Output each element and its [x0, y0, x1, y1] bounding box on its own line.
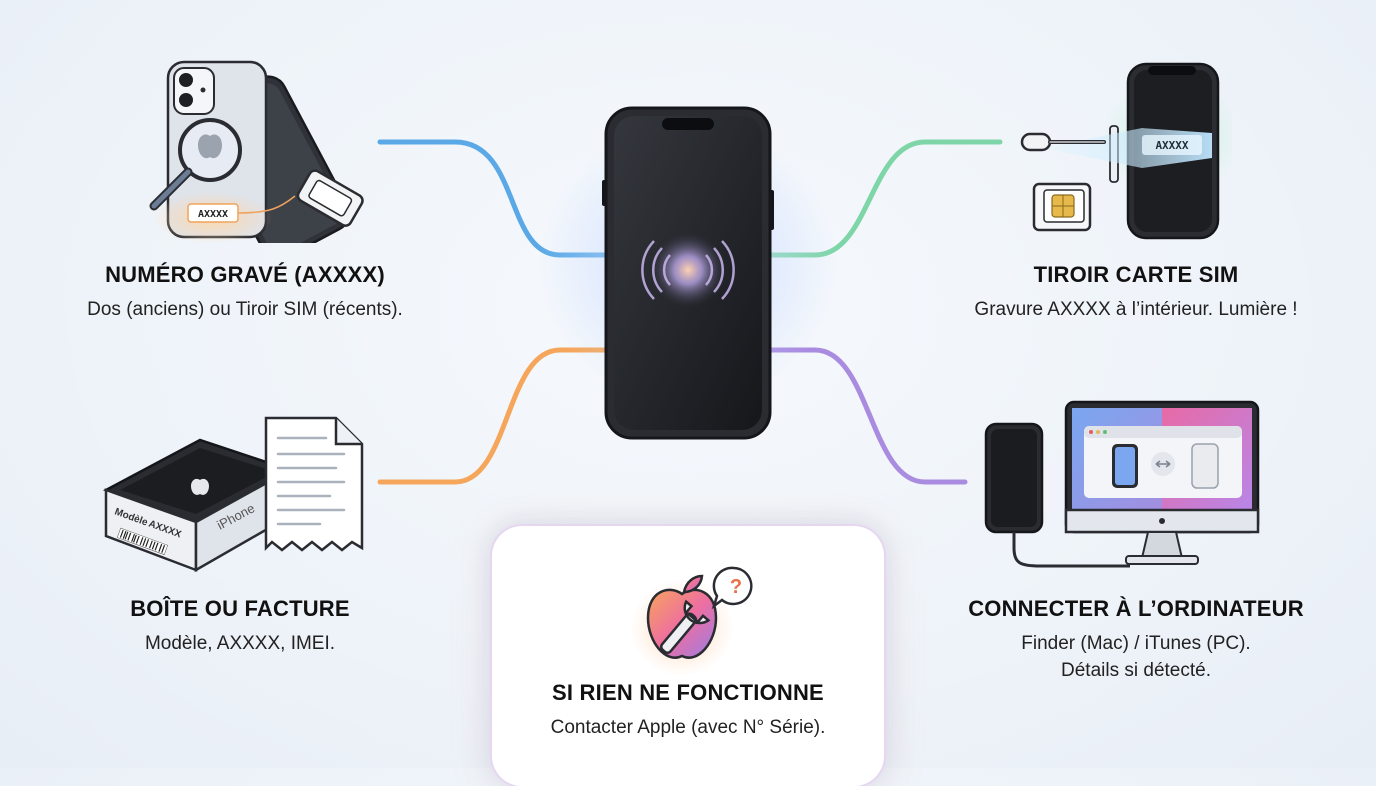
box-invoice-illustration: Modèle AXXXX iPhone — [102, 416, 364, 573]
engraved-number-label: NUMÉRO GRAVÉ (AXXXX) Dos (anciens) ou Ti… — [40, 262, 450, 323]
engraved-number-title: NUMÉRO GRAVÉ (AXXXX) — [105, 262, 385, 287]
link-computer — [767, 347, 968, 485]
link-box — [377, 347, 613, 485]
computer-connection-title: CONNECTER À L’ORDINATEUR — [968, 596, 1304, 621]
engraved-number-desc: Dos (anciens) ou Tiroir SIM (récents). — [87, 299, 403, 320]
engraved-number-illustration: AXXXX — [149, 60, 364, 243]
computer-connection-illustration — [984, 400, 1260, 568]
engraved-tag: AXXXX — [198, 209, 228, 220]
computer-connection-desc-2: Détails si détecté. — [1061, 660, 1211, 681]
box-invoice-label: BOÎTE OU FACTURE Modèle, AXXXX, IMEI. — [40, 596, 440, 657]
sim-tray-tag: AXXXX — [1155, 139, 1188, 152]
fallback-card: ? SI RIEN NE FONCTIONNE Contacter Apple … — [492, 526, 884, 786]
svg-text:?: ? — [730, 576, 742, 598]
center-iphone-illustration — [538, 106, 838, 440]
sim-tray-desc: Gravure AXXXX à l’intérieur. Lumière ! — [974, 299, 1298, 320]
fallback-desc: Contacter Apple (avec N° Série). — [550, 717, 826, 738]
sim-tray-illustration: AXXXX — [1020, 62, 1232, 240]
box-invoice-title: BOÎTE OU FACTURE — [130, 596, 350, 621]
fallback-label: SI RIEN NE FONCTIONNE Contacter Apple (a… — [492, 680, 884, 741]
sim-tray-title: TIROIR CARTE SIM — [1033, 262, 1239, 287]
box-invoice-desc: Modèle, AXXXX, IMEI. — [144, 633, 336, 654]
fallback-title: SI RIEN NE FONCTIONNE — [552, 680, 824, 705]
computer-connection-desc-1: Finder (Mac) / iTunes (PC). — [1021, 633, 1251, 654]
apple-support-icon: ? — [630, 566, 753, 676]
computer-connection-label: CONNECTER À L’ORDINATEUR Finder (Mac) / … — [930, 596, 1342, 684]
sim-tray-label: TIROIR CARTE SIM Gravure AXXXX à l’intér… — [920, 262, 1352, 323]
